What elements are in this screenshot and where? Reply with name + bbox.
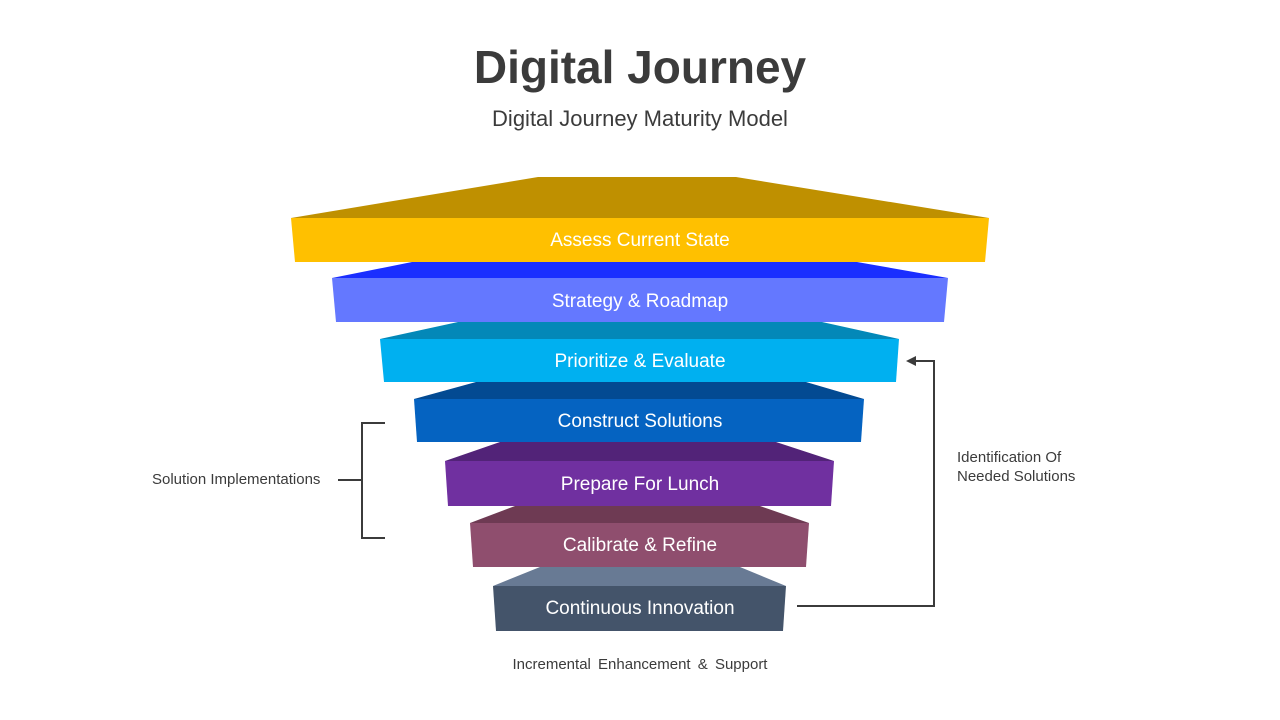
solution-implementations-label: Solution Implementations — [152, 471, 321, 488]
funnel-layer-front-face — [291, 218, 989, 262]
funnel-layer-label: Calibrate & Refine — [563, 535, 717, 556]
funnel-layer-top-face — [380, 322, 899, 339]
funnel-layer-2: Strategy & Roadmap — [332, 262, 948, 322]
funnel-layer-label: Assess Current State — [550, 230, 730, 251]
funnel-layer-top-face — [332, 262, 948, 278]
funnel-layer-label: Continuous Innovation — [545, 598, 734, 619]
funnel-layer-top-face — [445, 442, 834, 461]
page-title: Digital Journey — [473, 41, 807, 93]
funnel-layer-3: Prioritize & Evaluate — [380, 322, 899, 382]
funnel-layer-label: Prioritize & Evaluate — [554, 351, 725, 372]
funnel-layer-label: Strategy & Roadmap — [552, 291, 728, 312]
identification-label-line1: Identification Of — [957, 449, 1062, 466]
funnel-layer-1: Assess Current State — [291, 177, 989, 262]
funnel-layer-front-face — [332, 278, 948, 322]
footer-note: Incremental Enhancement & Support — [512, 656, 768, 673]
funnel-layer-4: Construct Solutions — [414, 382, 864, 442]
funnel-layer-front-face — [380, 339, 899, 382]
feedback-arrow — [797, 356, 935, 607]
funnel-layer-top-face — [493, 567, 786, 586]
funnel-layer-top-face — [414, 382, 864, 399]
funnel-layer-6: Calibrate & Refine — [470, 506, 809, 567]
funnel-layer-front-face — [414, 399, 864, 442]
page-subtitle: Digital Journey Maturity Model — [492, 106, 788, 131]
funnel-layer-label: Construct Solutions — [558, 411, 723, 432]
funnel-layer-top-face — [470, 506, 809, 523]
solution-implementations-bracket — [338, 422, 385, 539]
funnel-layer-label: Prepare For Lunch — [561, 474, 719, 495]
funnel-layer-front-face — [493, 586, 786, 631]
funnel-layer-7: Continuous Innovation — [493, 567, 786, 631]
identification-label-line2: Needed Solutions — [957, 468, 1076, 485]
funnel-layer-top-face — [291, 177, 989, 218]
funnel-layer-5: Prepare For Lunch — [445, 442, 834, 506]
funnel-layer-front-face — [445, 461, 834, 506]
funnel-layer-front-face — [470, 523, 809, 567]
